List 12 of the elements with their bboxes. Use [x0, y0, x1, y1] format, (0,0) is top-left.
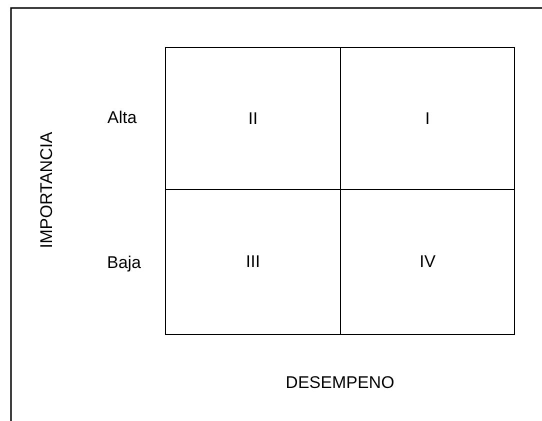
quadrant-cell [165, 47, 341, 190]
quadrant-label: III [246, 252, 260, 272]
quadrant-label: II [248, 108, 258, 128]
row-label: Baja [106, 253, 142, 273]
quadrant-label: IV [419, 252, 436, 272]
quadrant-cell [165, 189, 341, 335]
row-label: Alta [107, 108, 137, 128]
axis-title: IMPORTANCIA [37, 132, 57, 248]
axis-title: DESEMPENO [286, 373, 394, 393]
quadrant-label: I [425, 108, 430, 128]
quadrant-cell [340, 47, 515, 190]
quadrant-cell [340, 189, 515, 335]
